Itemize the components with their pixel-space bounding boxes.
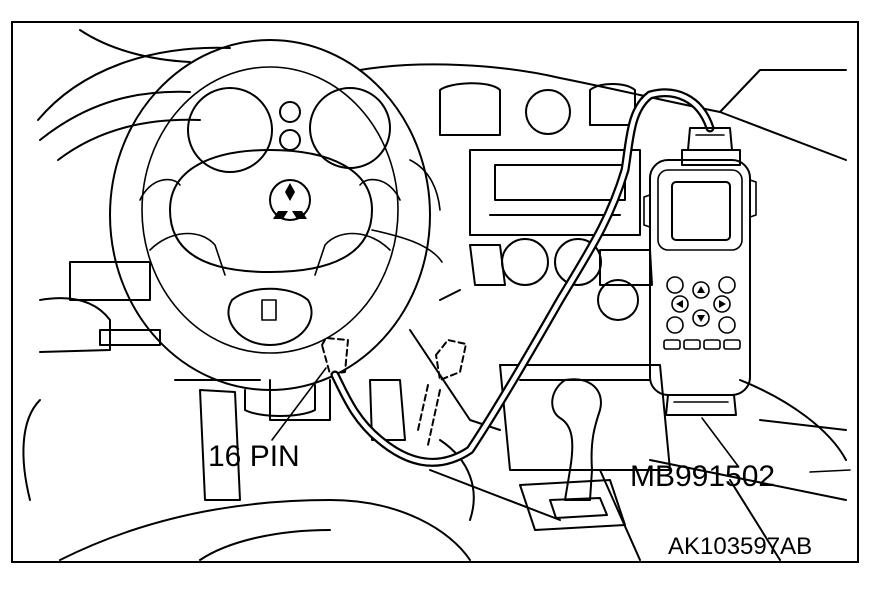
label-tool-part-number: MB991502 [630,460,775,493]
diagnostic-connector-16pin [321,337,467,446]
diagnostic-cable [330,88,715,467]
scan-tool-keypad [663,276,741,350]
leader-line-tool-tail [809,469,851,473]
dashboard [22,29,847,561]
steering-wheel [109,39,443,417]
scan-tool [643,127,757,416]
label-figure-id: AK103597AB [668,533,812,560]
leader-line-16pin [271,367,327,441]
emblem-logo [269,179,311,221]
label-16pin: 16 PIN [208,440,300,473]
shift-lever [519,378,626,531]
scan-tool-screen [671,181,731,241]
leader-line-tool [701,417,739,467]
center-console [439,82,847,561]
